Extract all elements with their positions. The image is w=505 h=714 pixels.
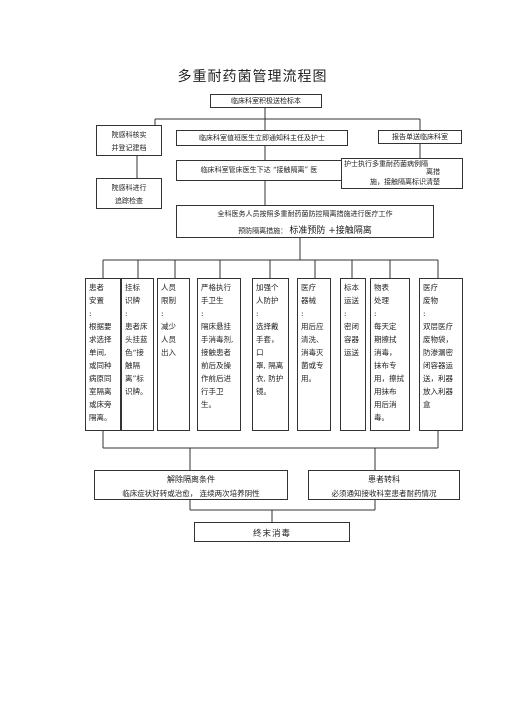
report-sent-box: 报告单送临床科室 <box>378 130 462 144</box>
measure-surface-cleaning: 物表 处理 : 每天定 期擦拭 消毒， 抹布专 用，擦拭 用抹布 用后消 毒。 <box>370 278 410 431</box>
nurse-isolation-line3: 施，接触隔离标识清楚 <box>370 178 440 186</box>
measure-patient-placement: 患者 安置 : 根据要 求选择 单间, 或同种 病原同 室隔离 或床旁 隔离。 <box>85 278 121 431</box>
measure-specimen-transport: 标本 运送 : 密闭 容器 运送 <box>340 278 366 431</box>
precaution-measures-line2: 预防隔离措施： 标准预防 +接触隔离 <box>177 223 433 236</box>
terminal-disinfection-box: 终末消毒 <box>194 522 350 542</box>
measure-hand-hygiene: 严格执行 手卫生 : 隔床悬挂 手消毒剂, 接触患者 前后及操 作前后进 行手卫… <box>197 278 241 431</box>
precaution-measures-line1: 全科医务人员按照多重耐药菌防控隔离措施进行医疗工作 <box>217 210 393 218</box>
release-isolation-box: 解除隔离条件 临床症状好转或治愈， 连续两次培养阴性 <box>94 470 288 500</box>
infection-dept-track-box: 院感科进行 追踪检查 <box>96 178 162 209</box>
notify-director-box: 临床科室值班医生立即通知科主任及护士 <box>176 130 348 146</box>
measure-warning-sign: 挂标 识牌 : 患者床 头挂蓝 色“接 触隔 离”标 识牌。 <box>121 278 154 431</box>
precaution-measures-box: 全科医务人员按照多重耐药菌防控隔离措施进行医疗工作 预防隔离措施： 标准预防 +… <box>176 205 434 238</box>
nurse-isolation-line1: 护士执行多重耐药菌病例隔 <box>344 160 428 168</box>
measure-medical-waste: 医疗 废物 : 双层医疗 废物袋， 防渗漏密 闭容器运 送，利器 放入利器 盒 <box>419 278 463 431</box>
release-isolation-text: 临床症状好转或治愈， 连续两次培养阴性 <box>122 489 260 498</box>
patient-transfer-title: 患者转科 <box>368 475 400 484</box>
precaution-emphasis: 标准预防 +接触隔离 <box>289 226 372 236</box>
submit-specimen-box: 临床科室积极送检标本 <box>210 94 322 108</box>
measure-medical-devices: 医疗 器械 : 用后应 清洗、 消毒灭 菌或专 用。 <box>297 278 331 431</box>
report-sent-label: 报告单送临床科室 <box>392 133 448 141</box>
measure-staff-limit: 人员 限制 : 减少 人员 出入 <box>157 278 190 431</box>
infection-dept-track-label: 院感科进行 追踪检查 <box>111 184 147 205</box>
isolation-order-box: 临床科室管床医生下达 “接触隔离” 医 <box>176 160 342 181</box>
page-title: 多重耐药菌管理流程图 <box>177 69 328 85</box>
nurse-isolation-line2: 离措 <box>426 168 440 176</box>
patient-transfer-box: 患者转科 必须通知接收科室患者耐药情况 <box>308 470 460 500</box>
infection-dept-verify-label: 院感科核实 并登记建档 <box>111 131 147 152</box>
isolation-order-label: 临床科室管床医生下达 “接触隔离” 医 <box>200 166 318 174</box>
submit-specimen-label: 临床科室积极送检标本 <box>231 97 301 105</box>
nurse-isolation-box: 护士执行多重耐药菌病例隔 离措 施，接触隔离标识清楚 <box>341 158 463 189</box>
notify-director-label: 临床科室值班医生立即通知科主任及护士 <box>199 134 325 142</box>
release-isolation-title: 解除隔离条件 <box>167 475 215 484</box>
precaution-prefix: 预防隔离措施： <box>238 227 288 235</box>
infection-dept-verify-box: 院感科核实 并登记建档 <box>96 125 162 156</box>
terminal-disinfection-label: 终末消毒 <box>252 529 291 539</box>
patient-transfer-text: 必须通知接收科室患者耐药情况 <box>331 489 437 498</box>
measure-personal-protection: 加强个 人防护 : 选择戴 手套，口 罩, 隔离 衣, 防护 镜。 <box>252 278 289 431</box>
